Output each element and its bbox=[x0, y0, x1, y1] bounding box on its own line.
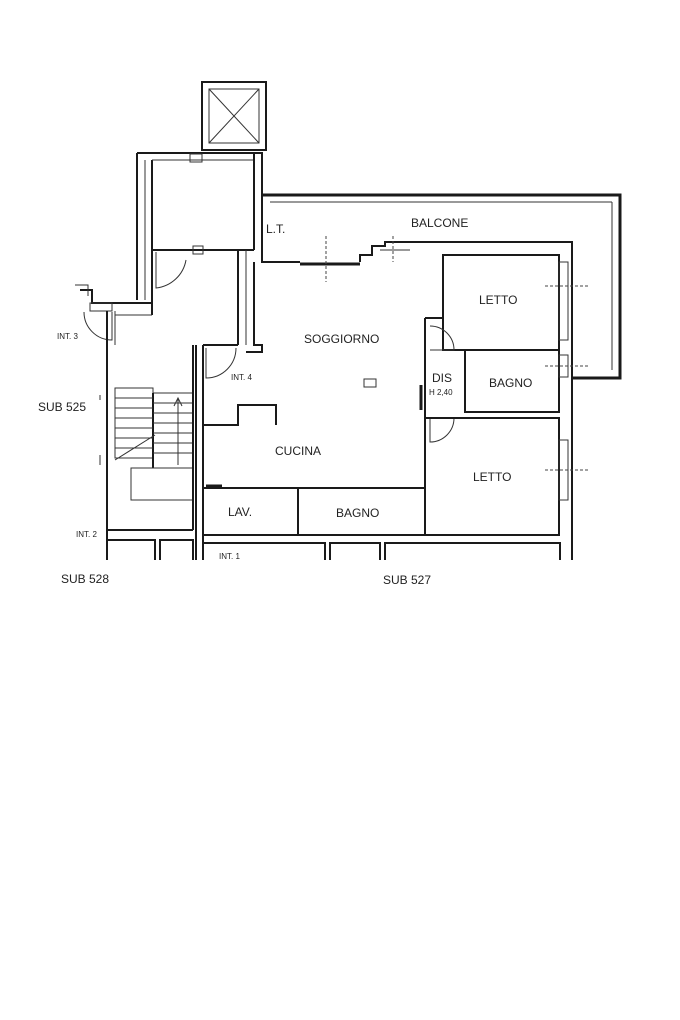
adjacent-units bbox=[106, 539, 561, 560]
dis-height-label: H 2,40 bbox=[429, 388, 453, 397]
soggiorno-fixture bbox=[363, 378, 377, 388]
staircase bbox=[107, 345, 194, 531]
soggiorno-label: SOGGIORNO bbox=[304, 332, 379, 346]
int2-label: INT. 2 bbox=[76, 530, 97, 539]
common-area-walls bbox=[75, 152, 263, 560]
int3-label: INT. 3 bbox=[57, 332, 78, 341]
elevator-shaft bbox=[201, 81, 267, 151]
lt-label: L.T. bbox=[266, 222, 285, 236]
int4-label: INT. 4 bbox=[231, 373, 252, 382]
apartment-walls bbox=[195, 193, 622, 560]
sub528-label: SUB 528 bbox=[61, 572, 109, 586]
bagno-bottom-label: BAGNO bbox=[336, 506, 379, 520]
sub525-label: SUB 525 bbox=[38, 400, 86, 414]
dis-label: DIS bbox=[432, 371, 452, 385]
lav-label: LAV. bbox=[228, 505, 252, 519]
cucina-label: CUCINA bbox=[275, 444, 321, 458]
window-markers bbox=[325, 236, 590, 471]
balcone-label: BALCONE bbox=[411, 216, 468, 230]
sub527-label: SUB 527 bbox=[383, 573, 431, 587]
bagno-right-label: BAGNO bbox=[489, 376, 532, 390]
letto-bottom-label: LETTO bbox=[473, 470, 511, 484]
int1-label: INT. 1 bbox=[219, 552, 240, 561]
letto-top-label: LETTO bbox=[479, 293, 517, 307]
